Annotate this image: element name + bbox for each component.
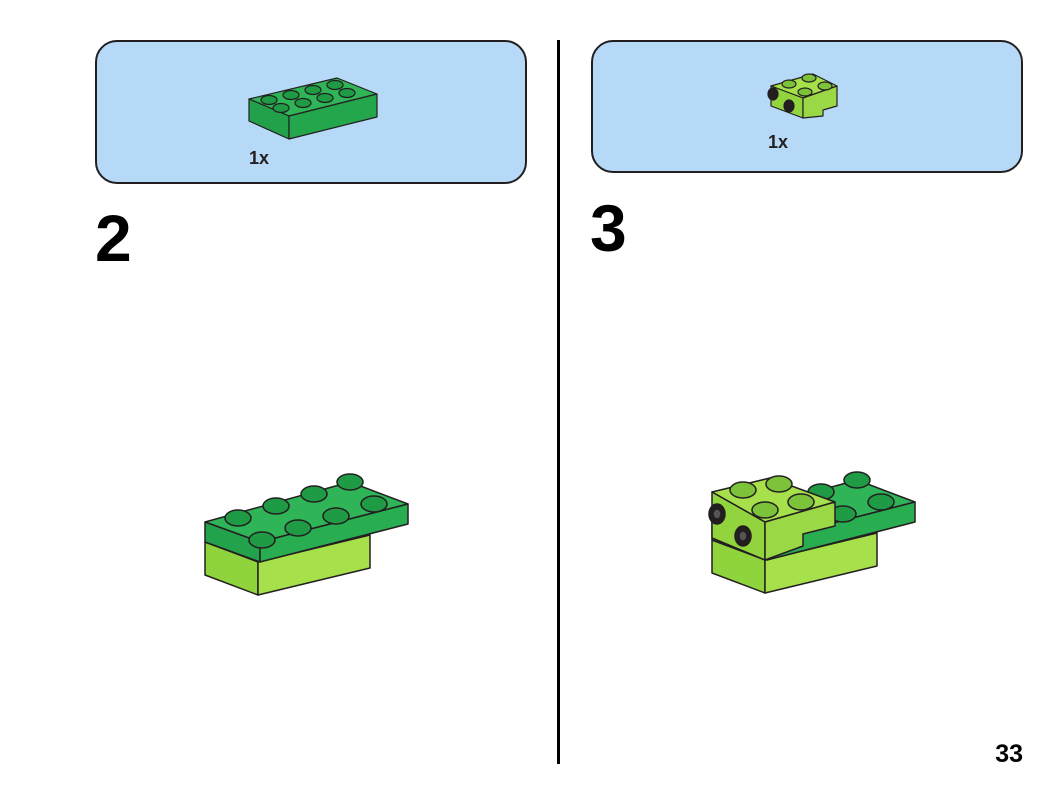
parts-callout-step-3: 1x	[591, 40, 1023, 173]
step-divider	[557, 40, 560, 764]
part-quantity: 1x	[249, 148, 270, 168]
assembly-step-2-model	[204, 473, 409, 596]
part-quantity: 1x	[768, 132, 789, 152]
parts-callout-step-2: 1x	[95, 40, 527, 184]
lime-2x2-bracket-plate-icon	[767, 73, 838, 119]
page-number: 33	[995, 740, 1023, 768]
assembly-step-3-model	[708, 471, 916, 594]
step-number: 3	[590, 191, 627, 265]
step-number: 2	[95, 201, 132, 275]
green-2x4-plate-icon	[248, 77, 378, 140]
